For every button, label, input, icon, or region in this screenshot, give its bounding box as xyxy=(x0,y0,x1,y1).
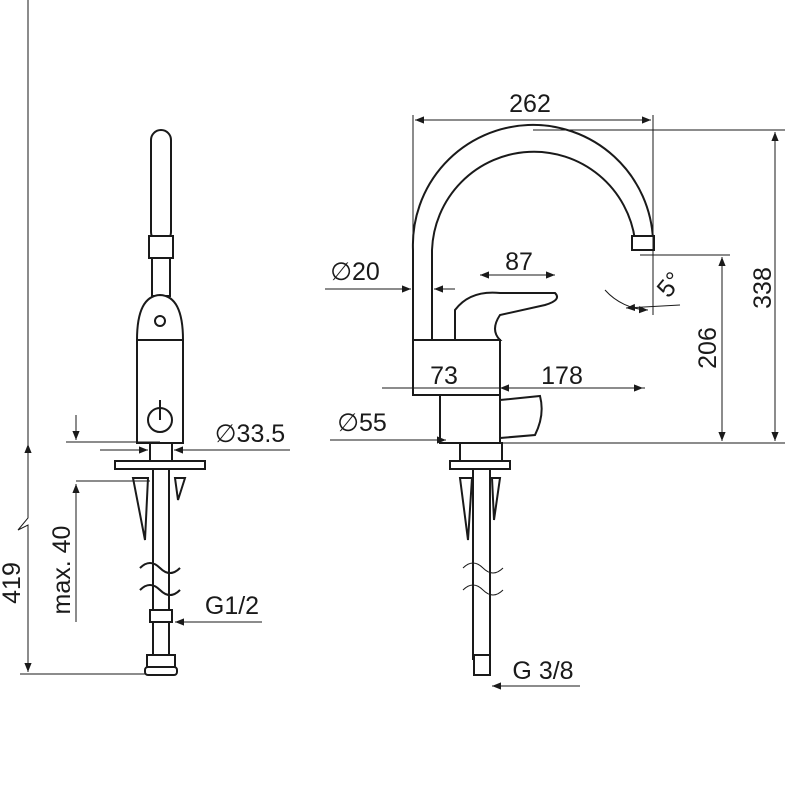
dim-reach-178: 178 xyxy=(541,362,583,390)
dim-base-diameter: ∅55 xyxy=(337,409,387,437)
dimension-lines xyxy=(17,0,785,690)
dim-spout-diameter: ∅20 xyxy=(330,258,380,286)
thread-left: G1/2 xyxy=(205,592,259,620)
thread-right: G 3/8 xyxy=(512,657,573,685)
dim-offset-73: 73 xyxy=(430,362,458,390)
dim-width-262: 262 xyxy=(509,90,551,118)
dim-angle: 5° xyxy=(651,267,688,303)
dim-lever-87: 87 xyxy=(505,248,533,276)
dim-deck-max-40: max. 40 xyxy=(48,526,76,615)
dim-side-diameter: ∅33.5 xyxy=(215,420,285,448)
side-view-faucet xyxy=(114,129,206,676)
dim-total-419: 419 xyxy=(0,562,26,604)
dim-height-206: 206 xyxy=(694,327,722,369)
dim-height-338: 338 xyxy=(749,267,777,309)
front-view-faucet xyxy=(411,123,655,676)
